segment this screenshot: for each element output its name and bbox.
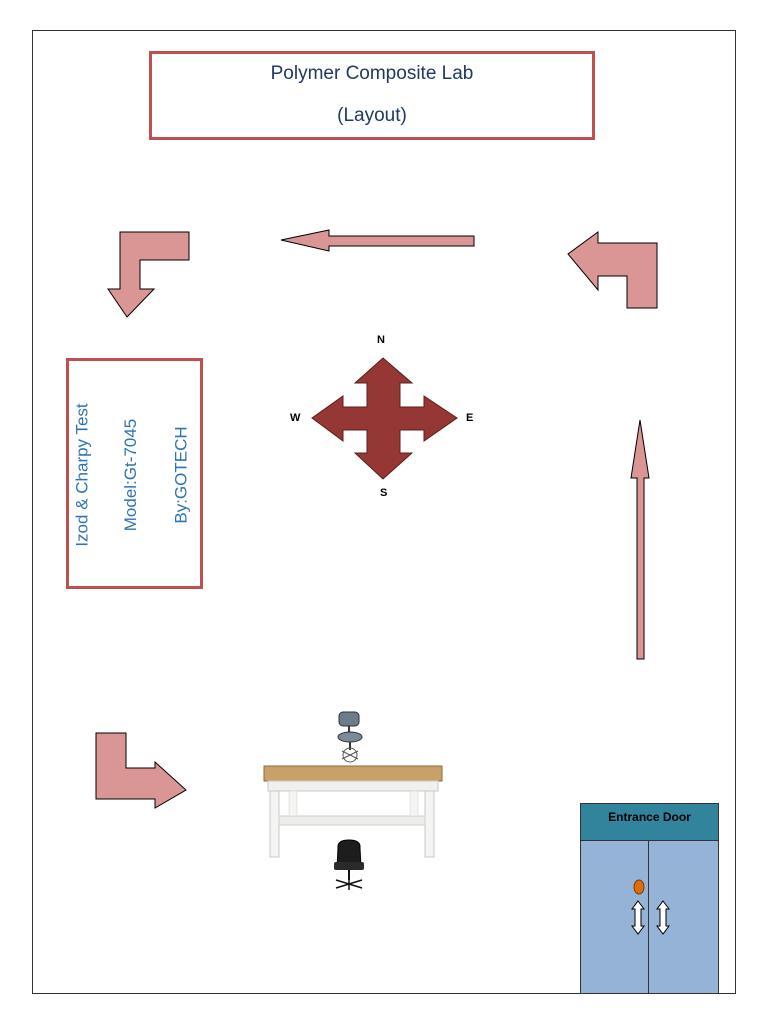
- compass-rose: [311, 357, 458, 480]
- flow-arrow-top-right: [567, 231, 658, 309]
- door-split: [648, 840, 649, 993]
- double-arrow-icon: [656, 900, 670, 935]
- flow-arrow-bottom-left: [95, 732, 187, 809]
- machine-maker: By:GOTECH: [171, 426, 191, 524]
- double-arrow-icon: [631, 900, 645, 935]
- compass-south-label: S: [380, 487, 388, 499]
- door-label: Entrance Door: [581, 804, 718, 841]
- flow-arrow-top: [280, 229, 475, 252]
- door-details: [631, 879, 670, 935]
- chair-icon: [334, 839, 364, 890]
- door-knob-icon: [633, 879, 645, 895]
- machine-name: Izod & Charpy Test: [72, 403, 92, 547]
- page-border: [32, 30, 736, 994]
- machine-box: Izod & Charpy Test Model:Gt-7045 By:GOTE…: [66, 358, 203, 589]
- flow-arrow-right: [630, 419, 650, 660]
- compass-north-label: N: [377, 334, 385, 346]
- title-box: Polymer Composite Lab (Layout): [149, 51, 595, 140]
- page-title: Polymer Composite Lab: [270, 63, 474, 84]
- chair-icon: [337, 711, 363, 763]
- machine-model: Model:Gt-7045: [121, 418, 141, 532]
- compass-east-label: E: [466, 412, 474, 424]
- flow-arrow-top-left: [107, 231, 190, 318]
- compass-west-label: W: [290, 412, 301, 424]
- entrance-door[interactable]: Entrance Door: [580, 803, 719, 994]
- table: [263, 765, 443, 858]
- page-subtitle: (Layout): [337, 105, 407, 126]
